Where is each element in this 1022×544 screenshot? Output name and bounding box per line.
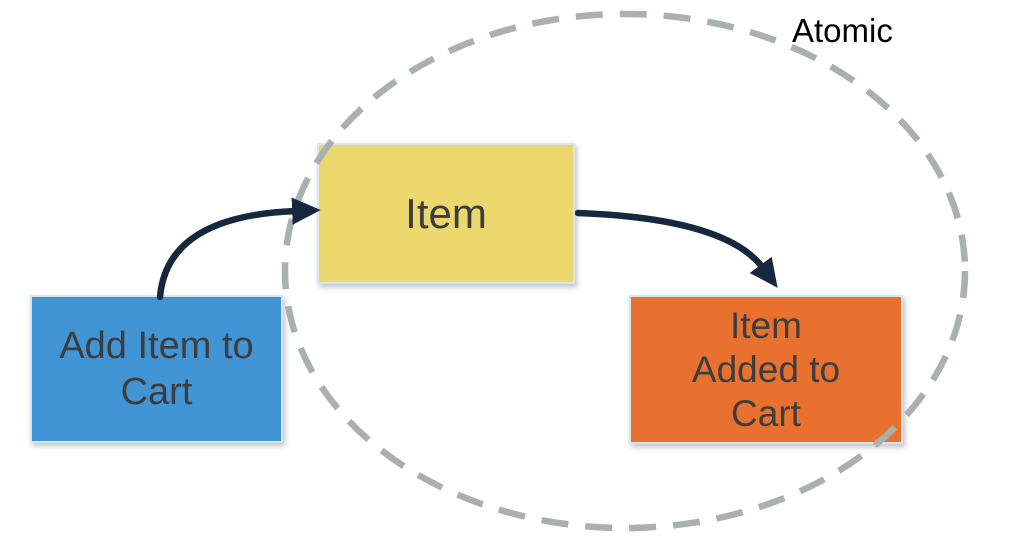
- node-item: Item: [317, 143, 575, 284]
- node-item-added-to-cart: Item Added to Cart: [629, 295, 903, 444]
- arrow-command-to-item: [156, 197, 321, 301]
- node-add-item-to-cart: Add Item to Cart: [30, 295, 283, 443]
- atomic-boundary-label: Atomic: [792, 12, 893, 49]
- arrow-item-to-event: [574, 209, 778, 288]
- node-item-added-to-cart-label: Item Added to Cart: [691, 304, 841, 434]
- node-item-label: Item: [405, 189, 487, 237]
- node-add-item-to-cart-label: Add Item to Cart: [59, 325, 254, 413]
